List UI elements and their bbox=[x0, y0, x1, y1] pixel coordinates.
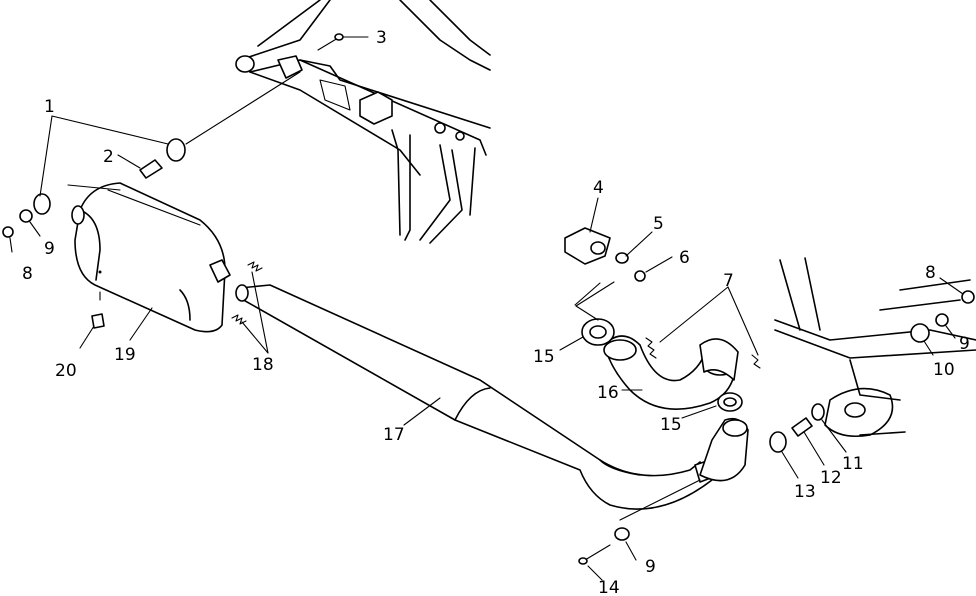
callout-10: 10 bbox=[933, 360, 955, 380]
callout-20: 20 bbox=[55, 361, 77, 381]
callout-11: 11 bbox=[842, 454, 864, 474]
callout-17: 17 bbox=[383, 425, 405, 445]
callout-9a: 9 bbox=[44, 239, 55, 259]
callout-5: 5 bbox=[653, 214, 664, 234]
callout-2: 2 bbox=[103, 147, 114, 167]
callout-18: 18 bbox=[252, 355, 274, 375]
callout-6: 6 bbox=[679, 248, 690, 268]
callout-9b: 9 bbox=[959, 334, 970, 354]
callout-4: 4 bbox=[593, 178, 604, 198]
callout-16: 16 bbox=[597, 383, 619, 403]
upper-frame bbox=[235, 0, 491, 244]
callout-labels: 1 2 3 4 5 6 7 8 8 9 9 9 10 11 12 13 14 1… bbox=[22, 28, 970, 596]
curved-pipe bbox=[603, 335, 739, 410]
callout-1: 1 bbox=[44, 97, 55, 117]
callout-8a: 8 bbox=[22, 264, 33, 284]
small-parts bbox=[2, 33, 975, 565]
callout-8b: 8 bbox=[925, 263, 936, 283]
callout-13: 13 bbox=[794, 482, 816, 502]
callout-7: 7 bbox=[723, 271, 734, 291]
callout-14: 14 bbox=[598, 578, 620, 596]
exhaust-pipe bbox=[235, 284, 749, 510]
callout-9c: 9 bbox=[645, 557, 656, 577]
callout-15a: 15 bbox=[533, 347, 555, 367]
muffler bbox=[71, 182, 231, 333]
callout-15b: 15 bbox=[660, 415, 682, 435]
callout-3: 3 bbox=[376, 28, 387, 48]
callout-12: 12 bbox=[820, 468, 842, 488]
leader-lines bbox=[9, 36, 964, 581]
callout-19: 19 bbox=[114, 345, 136, 365]
right-frame bbox=[774, 257, 976, 438]
